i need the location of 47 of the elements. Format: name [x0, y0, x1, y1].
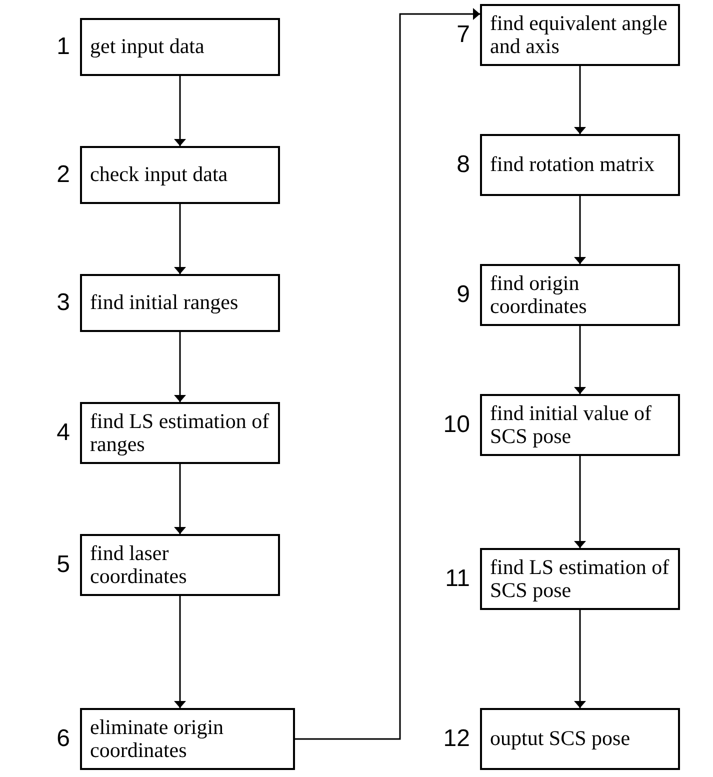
process-box: [480, 394, 680, 456]
process-box: [480, 264, 680, 326]
arrow: [576, 66, 584, 134]
arrow: [176, 204, 184, 274]
process-box: [80, 146, 280, 204]
step-label: find initial value of SCS pose: [490, 402, 653, 448]
step-number: 2: [56, 161, 70, 189]
arrow: [176, 596, 184, 708]
step-number: 5: [56, 551, 70, 579]
process-box: [480, 708, 680, 770]
process-box: [80, 18, 280, 76]
step-label: find rotation matrix: [490, 153, 654, 177]
arrow: [176, 76, 184, 146]
arrow: [295, 10, 480, 740]
step-label: find LS estimation of ranges: [90, 410, 270, 456]
step-number: 9: [456, 281, 470, 309]
step-label: find origin coordinates: [490, 272, 588, 318]
step-number: 8: [456, 151, 470, 179]
step-number: 4: [56, 419, 70, 447]
step-number: 6: [56, 725, 70, 753]
step-label: find LS estimation of SCS pose: [490, 556, 670, 602]
step-label: find equivalent angle and axis: [490, 12, 668, 58]
step-label: get input data: [90, 35, 204, 59]
step-number: 11: [444, 565, 470, 593]
arrow: [576, 196, 584, 264]
step-label: check input data: [90, 163, 228, 187]
step-number: 3: [56, 289, 70, 317]
process-box: [480, 548, 680, 610]
step-label: find laser coordinates: [90, 542, 188, 588]
step-label: eliminate origin coordinates: [90, 716, 225, 762]
step-number: 1: [56, 33, 70, 61]
arrow: [576, 326, 584, 394]
process-box: [480, 134, 680, 196]
arrow: [176, 332, 184, 402]
step-number: 12: [442, 725, 470, 753]
process-box: [80, 274, 280, 332]
step-number: 10: [442, 411, 470, 439]
step-number: 7: [456, 21, 470, 49]
arrow: [576, 456, 584, 548]
step-label: ouptut SCS pose: [490, 727, 630, 751]
step-label: find initial ranges: [90, 291, 238, 315]
arrow: [576, 610, 584, 708]
process-box: [480, 4, 680, 66]
process-box: [80, 534, 280, 596]
process-box: [80, 402, 280, 464]
process-box: [80, 708, 295, 770]
arrow: [176, 464, 184, 534]
